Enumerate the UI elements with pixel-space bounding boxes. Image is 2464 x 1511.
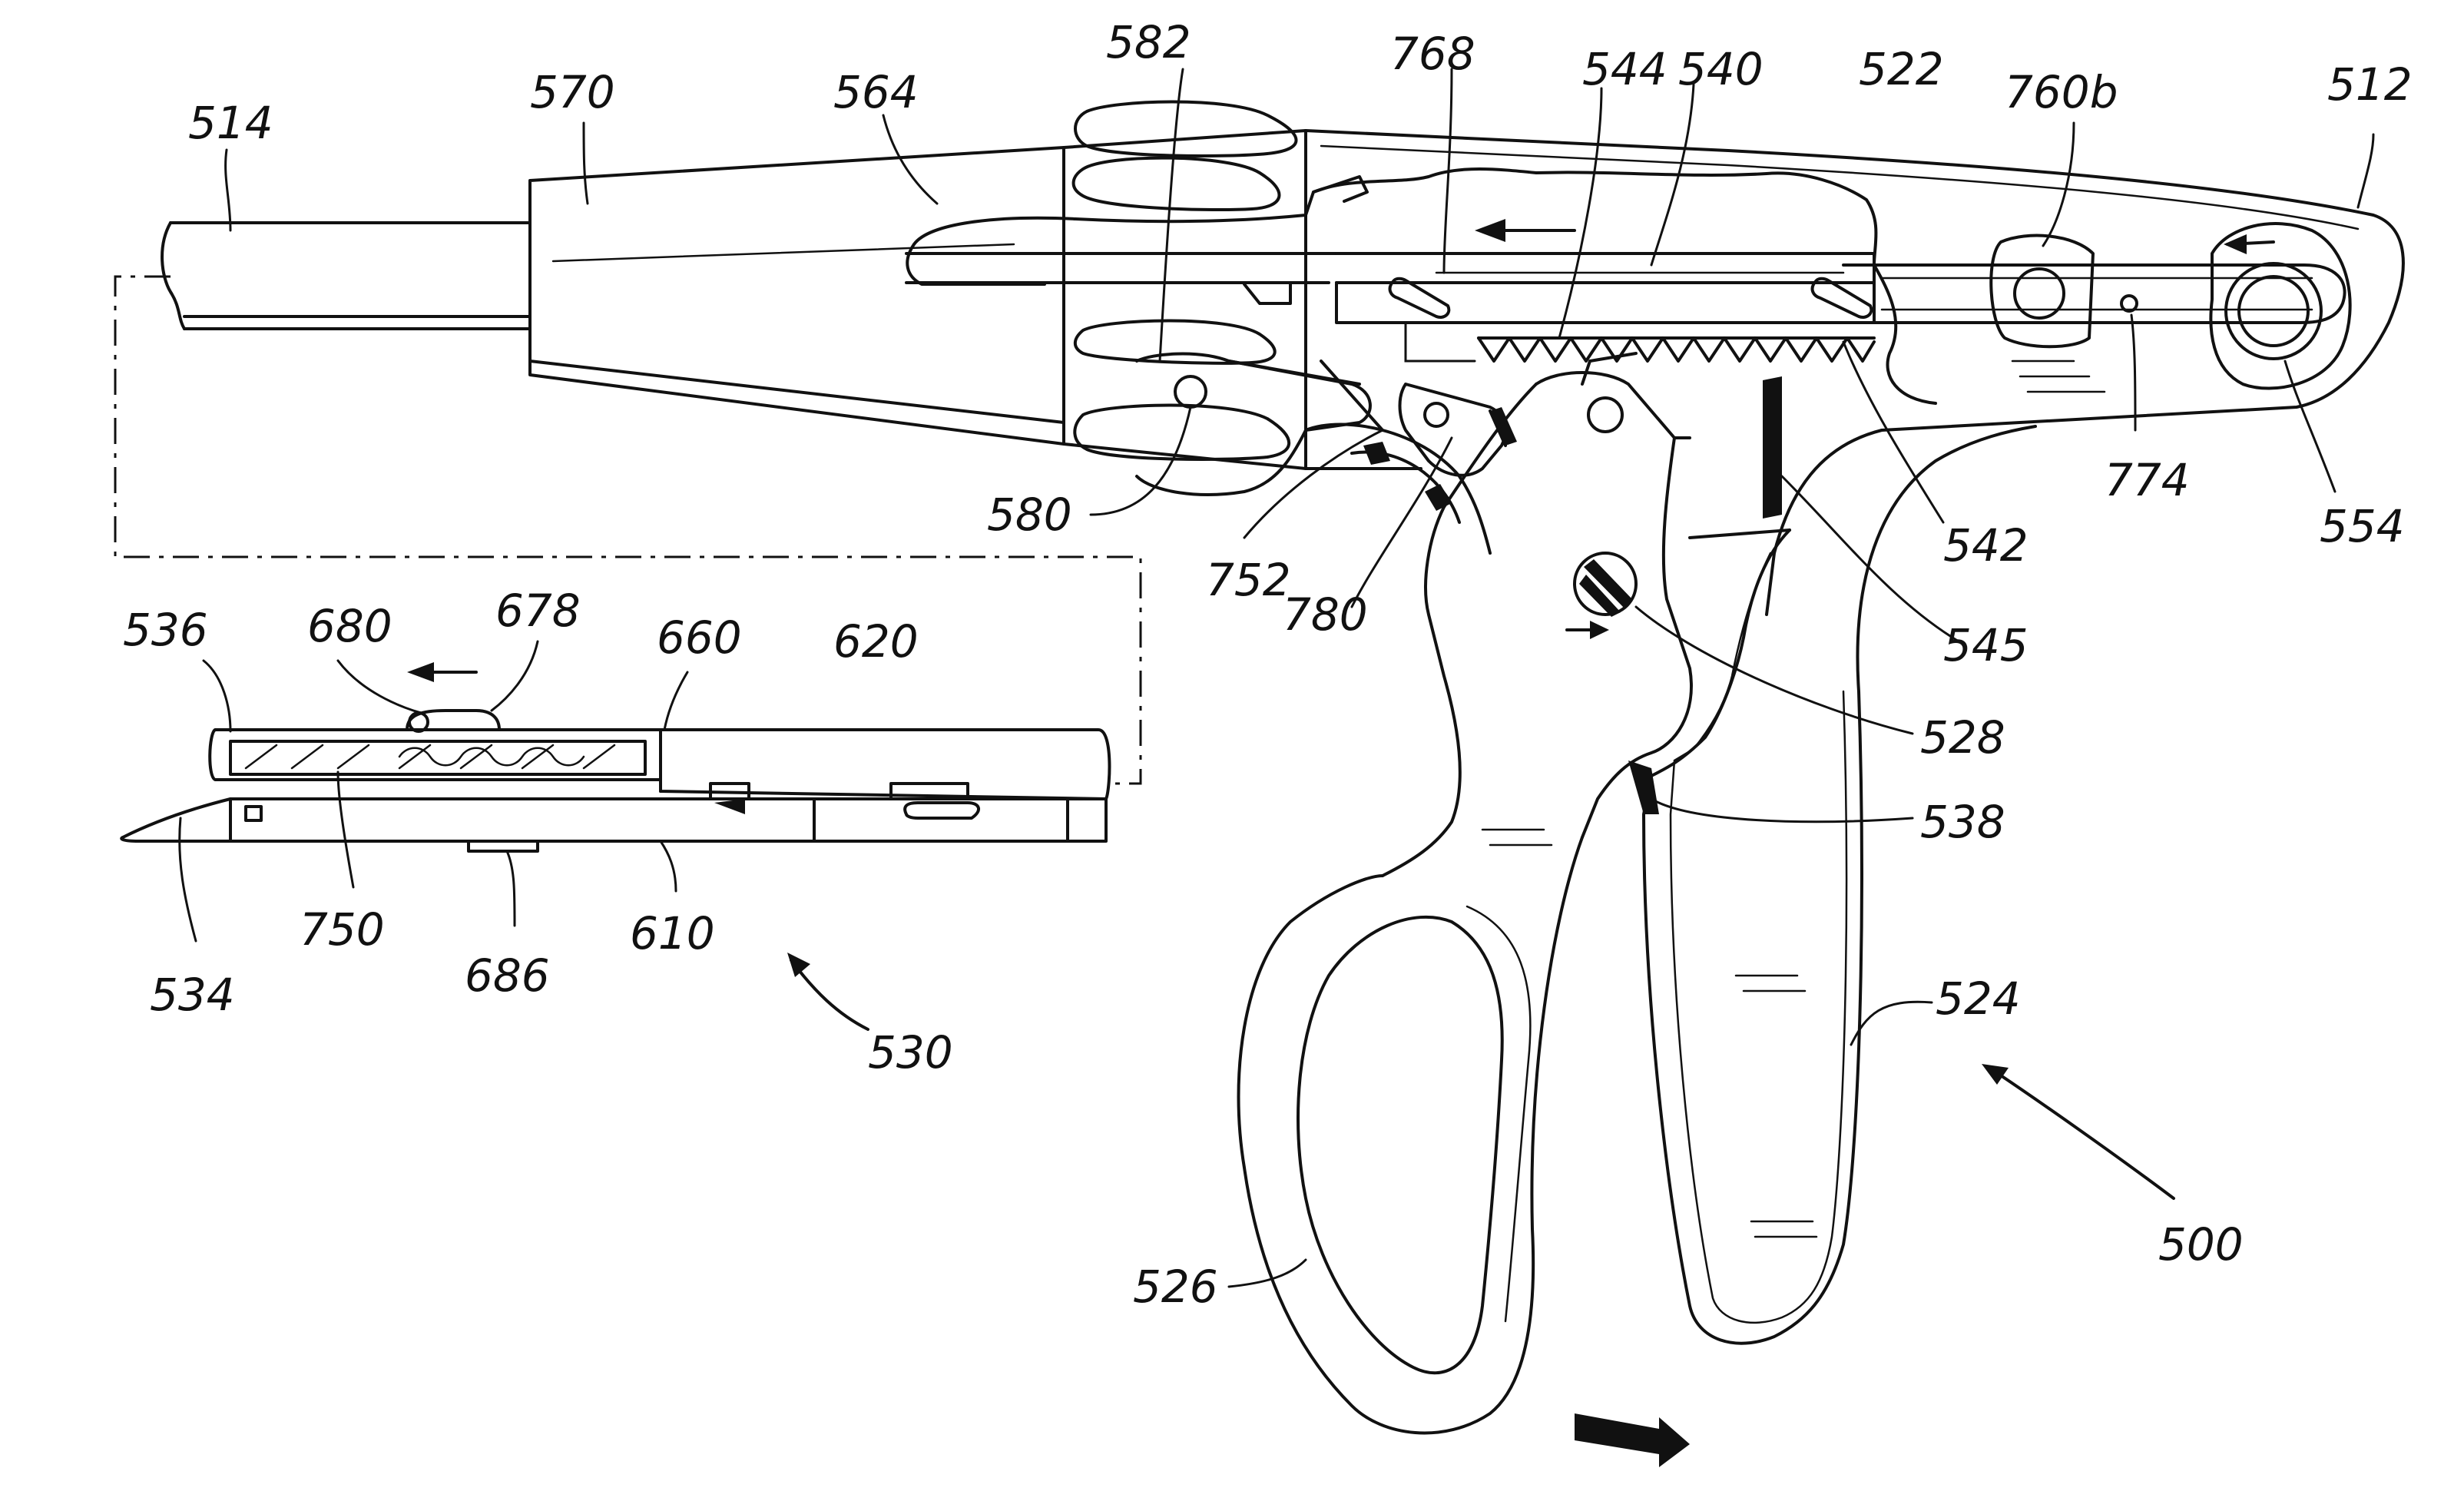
cartridge-530 (121, 662, 1109, 851)
label-522: 522 (1859, 43, 1944, 95)
label-536: 536 (123, 604, 208, 656)
trigger-528 (1383, 353, 1790, 876)
label-526: 526 (1133, 1261, 1218, 1313)
label-514: 514 (188, 97, 273, 149)
label-530: 530 (868, 1026, 953, 1079)
label-544: 544 (1582, 43, 1668, 95)
motion-arrow-icon (1575, 1413, 1690, 1467)
label-534: 534 (150, 969, 235, 1021)
label-780: 780 (1283, 588, 1368, 641)
label-580: 580 (987, 489, 1072, 541)
housing-522 (907, 131, 2403, 615)
label-620: 620 (833, 615, 919, 668)
label-554: 554 (2320, 500, 2405, 552)
drive-bar-540 (906, 177, 1874, 323)
handle-526 (1239, 760, 1660, 1433)
label-678: 678 (495, 585, 581, 637)
reference-numerals: 514 570 564 582 768 544 540 522 760b 512… (123, 16, 2413, 1313)
label-582: 582 (1106, 16, 1191, 68)
label-686: 686 (465, 949, 550, 1002)
label-528: 528 (1920, 711, 2005, 764)
label-540: 540 (1678, 43, 1764, 95)
label-680: 680 (307, 600, 392, 652)
shaft-514 (162, 223, 530, 329)
label-752: 752 (1206, 554, 1291, 606)
label-768: 768 (1390, 28, 1475, 80)
label-564: 564 (833, 66, 919, 118)
reference-arrows (787, 953, 2174, 1467)
label-610: 610 (630, 907, 715, 959)
rotation-knob-564 (1064, 102, 1306, 469)
label-750: 750 (300, 903, 385, 956)
label-542: 542 (1943, 519, 2028, 572)
rack-542 (1406, 323, 1874, 361)
label-512: 512 (2327, 58, 2413, 111)
label-500: 500 (2158, 1218, 2244, 1271)
label-660: 660 (657, 611, 742, 664)
label-570: 570 (530, 66, 615, 118)
label-774: 774 (2105, 454, 2190, 506)
label-538: 538 (1920, 796, 2005, 848)
label-760b: 760b (2005, 66, 2118, 118)
label-524: 524 (1936, 973, 2021, 1025)
nozzle-570 (530, 147, 1064, 444)
label-545: 545 (1943, 619, 2028, 671)
